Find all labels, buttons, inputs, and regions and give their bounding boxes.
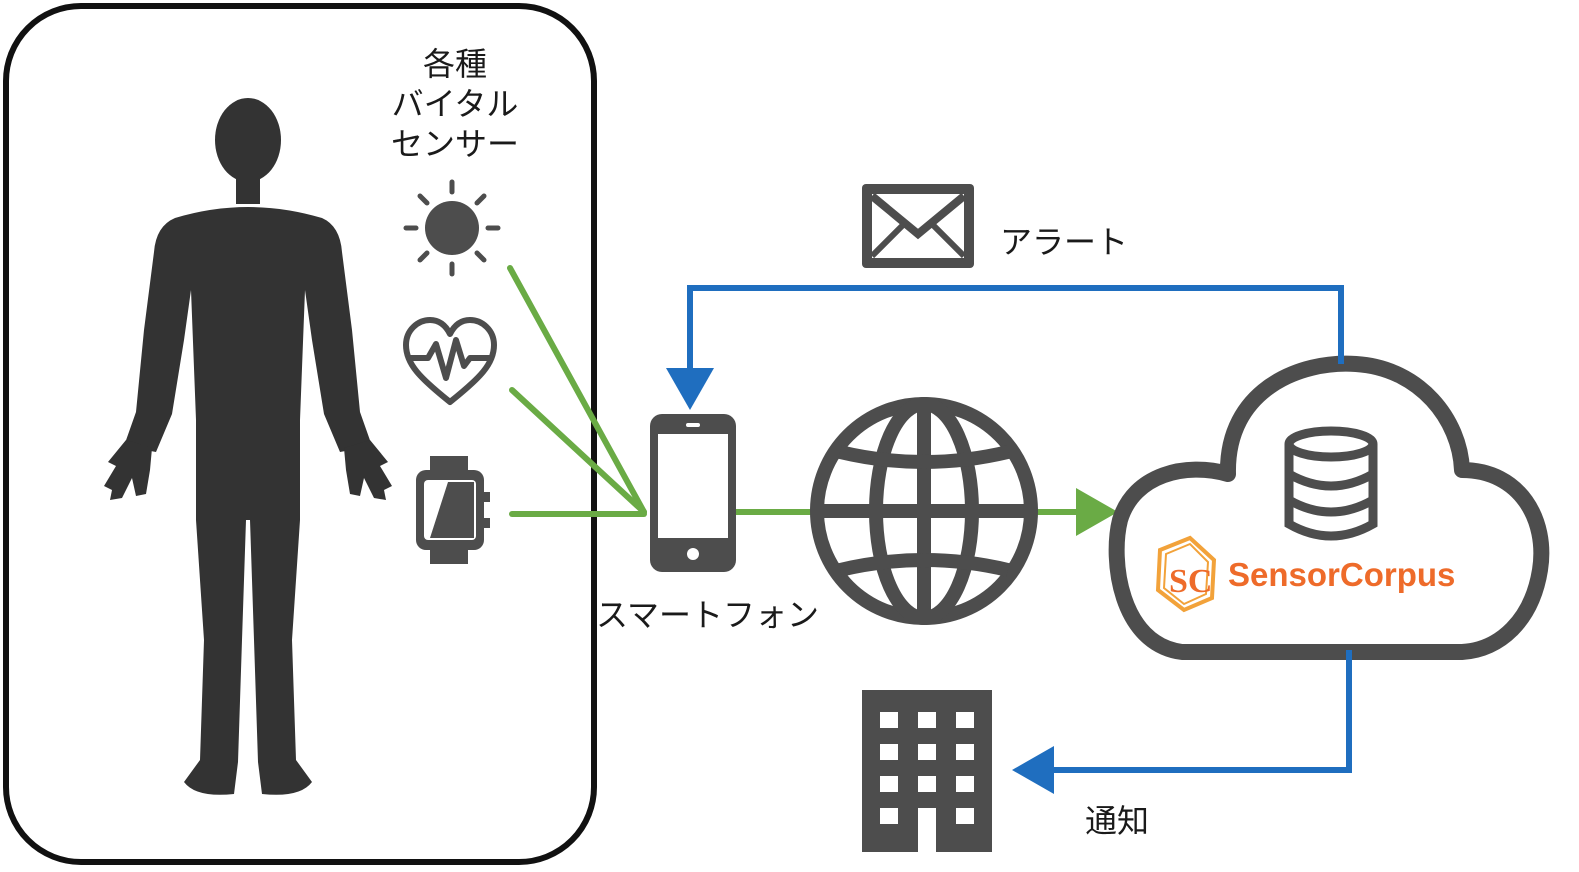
alert-label: アラート — [1000, 223, 1129, 261]
sensor-title-line: 各種 — [422, 45, 487, 83]
heart-rate-icon — [403, 317, 497, 405]
logo-letters: SC — [1169, 563, 1212, 600]
smartphone-label: スマートフォン — [596, 596, 820, 634]
sun-icon — [403, 179, 501, 277]
database-icon — [1284, 426, 1378, 541]
notify-label: 通知 — [1085, 802, 1150, 840]
mail-icon — [862, 184, 974, 268]
sensor-links — [507, 265, 647, 517]
brand-name: SensorCorpus — [1228, 556, 1456, 593]
human-silhouette-icon — [104, 98, 392, 795]
sensor-title-line: センサー — [390, 125, 519, 163]
sensorcorpus-logo-icon: SC — [1155, 535, 1217, 613]
person-frame — [3, 3, 597, 865]
smartphone-icon — [650, 414, 736, 572]
notify-link — [1012, 650, 1352, 794]
sensor-title-line: バイタル — [391, 85, 519, 123]
building-icon — [862, 690, 992, 852]
smartwatch-icon — [416, 456, 490, 564]
sensor-title: 各種 バイタル センサー — [360, 44, 550, 164]
alert-link — [666, 285, 1344, 410]
globe-icon — [810, 397, 1038, 625]
